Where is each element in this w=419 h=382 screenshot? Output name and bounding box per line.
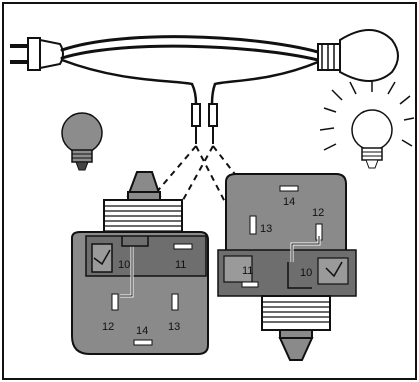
pin-label-11: 11 xyxy=(242,265,253,277)
test-probe-left xyxy=(192,104,200,126)
pin-label-12: 12 xyxy=(102,321,114,333)
pin-label-13: 13 xyxy=(168,321,180,333)
pin-13-slot xyxy=(172,294,178,310)
pin-label-14: 14 xyxy=(136,325,148,337)
pin-label-10: 10 xyxy=(118,259,130,271)
pin-14-slot xyxy=(280,186,298,191)
pin-13-slot xyxy=(250,216,256,234)
pin-14-slot xyxy=(134,340,152,345)
pin-label-10: 10 xyxy=(300,267,312,279)
pin-label-13: 13 xyxy=(260,223,272,235)
pin-12-slot xyxy=(112,294,118,310)
pin-label-12: 12 xyxy=(312,207,324,219)
pin-label-14: 14 xyxy=(283,196,295,208)
test-probe-right xyxy=(209,104,217,126)
pin-label-11: 11 xyxy=(175,259,186,271)
